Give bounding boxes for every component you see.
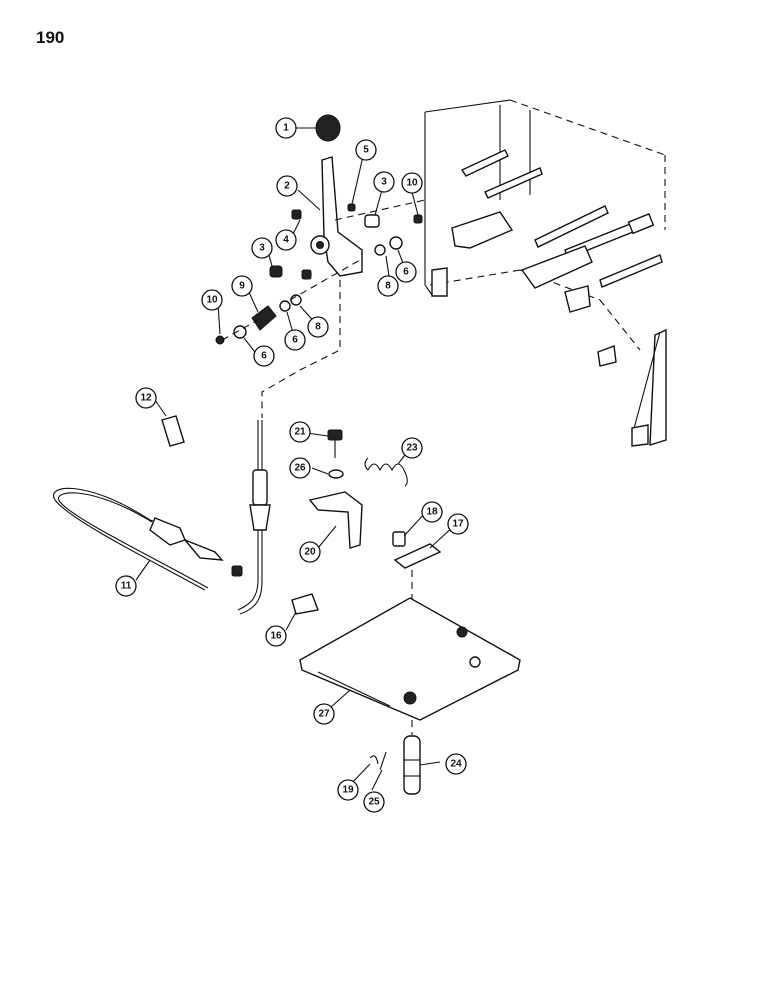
svg-text:24: 24 [450,759,462,770]
svg-text:3: 3 [259,243,265,254]
svg-text:6: 6 [261,351,267,362]
svg-text:4: 4 [283,235,289,246]
control-cables [52,415,271,615]
svg-text:19: 19 [342,785,354,796]
callout-c17: 17 [447,513,469,535]
svg-text:16: 16 [270,631,282,642]
callout-c8a: 8 [377,275,399,297]
callout-c16: 16 [265,625,287,647]
svg-text:8: 8 [385,281,391,292]
svg-text:1: 1 [283,123,289,134]
svg-text:6: 6 [403,267,409,278]
svg-text:11: 11 [121,581,132,592]
callout-c10b: 10 [201,289,223,311]
callout-c1: 1 [275,117,297,139]
callout-c23: 23 [401,437,423,459]
svg-text:27: 27 [318,709,330,720]
callout-c9: 9 [231,275,253,297]
callout-c27: 27 [313,703,335,725]
callout-c19: 19 [337,779,359,801]
callout-c12: 12 [135,387,157,409]
svg-text:17: 17 [452,519,464,530]
svg-text:10: 10 [206,295,218,306]
svg-text:12: 12 [140,393,152,404]
svg-text:3: 3 [381,177,387,188]
svg-text:9: 9 [239,281,245,292]
shift-lever-assembly [215,114,426,418]
svg-text:18: 18 [426,507,438,518]
page-number: 190 [36,28,65,47]
callout-c18: 18 [421,501,443,523]
callout-c21: 21 [289,421,311,443]
callout-c20: 20 [299,541,321,563]
svg-text:6: 6 [292,335,298,346]
callout-c6b: 6 [253,345,275,367]
svg-text:2: 2 [284,181,290,192]
callout-c24: 24 [445,753,467,775]
svg-text:10: 10 [406,178,418,189]
callout-c4: 4 [275,229,297,251]
callout-c11: 11 [115,575,137,597]
callout-c2: 2 [276,175,298,197]
callout-c6a: 6 [395,261,417,283]
callout-c3a: 3 [373,171,395,193]
callout-c26: 26 [289,457,311,479]
callout-c5: 5 [355,139,377,161]
svg-text:8: 8 [315,322,321,333]
svg-text:21: 21 [294,427,306,438]
frame-panel [424,99,667,447]
svg-text:26: 26 [294,463,306,474]
svg-text:23: 23 [406,443,418,454]
svg-text:25: 25 [368,797,380,808]
callout-c10a: 10 [401,172,423,194]
svg-text:5: 5 [363,145,369,156]
callout-c3b: 3 [251,237,273,259]
callout-c6c: 6 [284,329,306,351]
svg-text:20: 20 [304,547,316,558]
floor-plate [299,597,521,735]
shaft-and-pins [369,735,421,795]
callout-c25: 25 [363,791,385,813]
callout-c8b: 8 [307,316,329,338]
